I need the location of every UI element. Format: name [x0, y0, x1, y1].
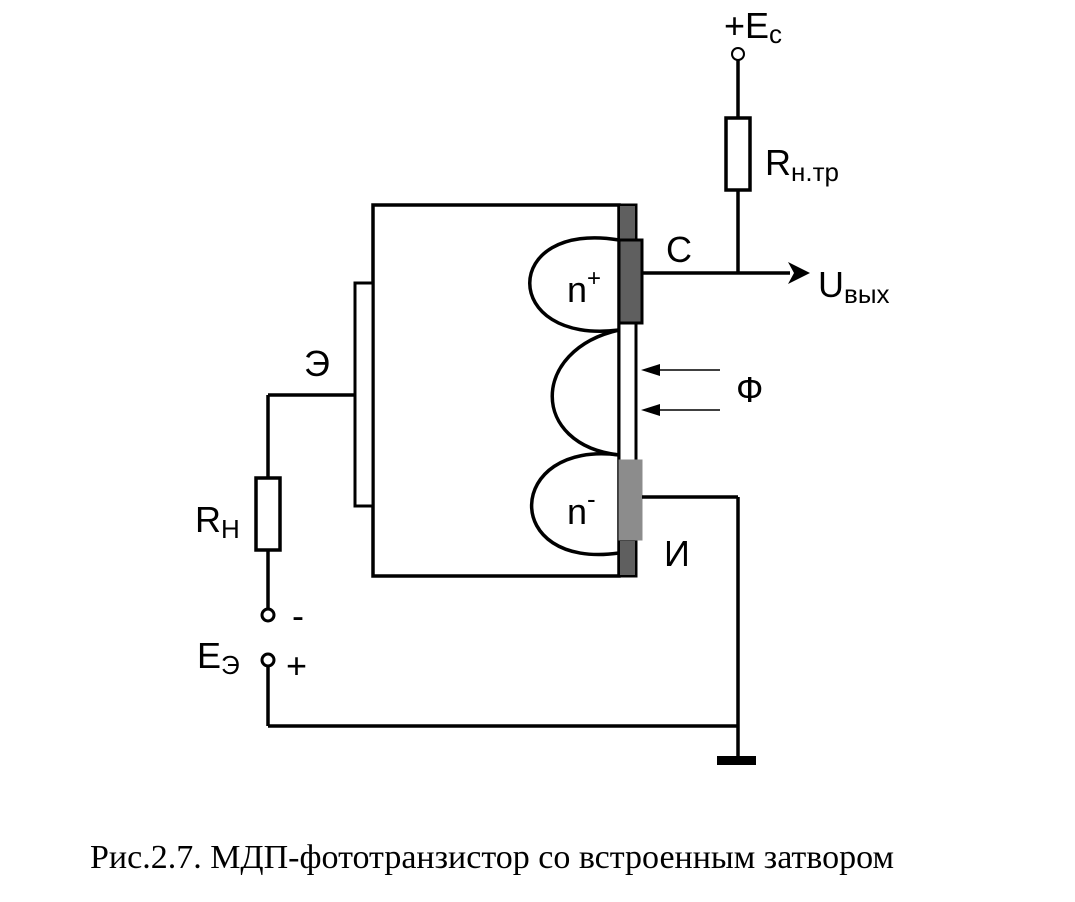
- n-plus-label: n+: [567, 265, 601, 310]
- flux-label: Ф: [736, 369, 763, 410]
- supply-terminal: [731, 47, 745, 61]
- battery-minus-terminal: [260, 607, 276, 623]
- flux-arrow-1-icon: [641, 364, 660, 376]
- plus-sign-label: +: [286, 645, 307, 686]
- gate-top-segment: [618, 204, 637, 243]
- load-resistor-tr: [724, 116, 752, 192]
- ground-icon: [717, 756, 756, 765]
- figure-caption: Рис.2.7. МДП-фототранзистор со встроенны…: [90, 839, 894, 876]
- collector-label: С: [666, 229, 692, 270]
- load-resistor-label: RН: [195, 499, 240, 544]
- substrate-body: [371, 203, 621, 578]
- load-resistor: [254, 476, 282, 552]
- source-label: И: [664, 533, 690, 574]
- minus-sign-label: -: [292, 595, 304, 636]
- emitter-source-label: EЭ: [197, 635, 240, 680]
- load-resistor-tr-label: Rн.тр: [765, 142, 839, 187]
- n-minus-label: n-: [567, 484, 596, 532]
- collector-contact: [617, 238, 644, 325]
- emitter-electrode: [353, 281, 375, 508]
- n-plus-region: [528, 236, 620, 333]
- channel-region: [550, 328, 620, 457]
- output-label: Uвых: [818, 264, 890, 309]
- n-minus-region: [529, 452, 620, 557]
- flux-arrow-2-icon: [641, 404, 660, 416]
- supply-label: +Ec: [724, 5, 782, 49]
- source-contact: [618, 459, 643, 541]
- output-arrow-icon: [788, 262, 810, 284]
- battery-plus-terminal: [260, 652, 276, 668]
- gate-bottom-segment: [618, 539, 637, 577]
- emitter-label: Э: [304, 343, 330, 384]
